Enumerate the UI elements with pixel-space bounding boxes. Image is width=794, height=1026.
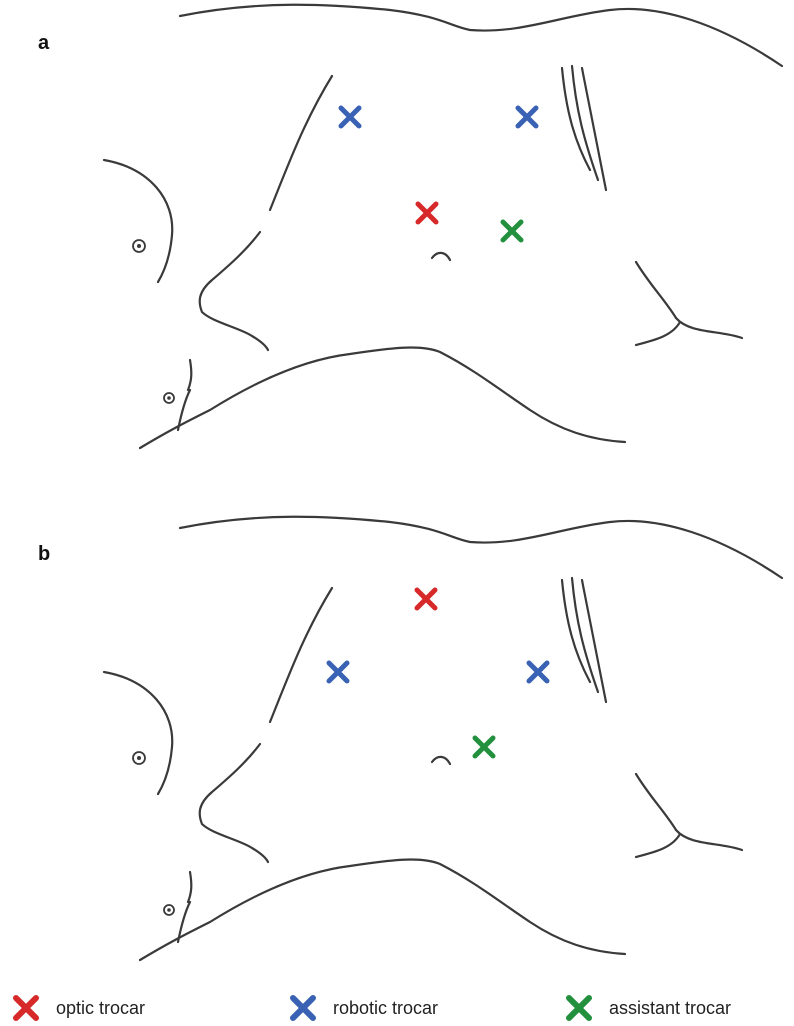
trocar-placement-diagram-b <box>0 512 794 972</box>
legend-item-optic: optic trocar <box>10 990 145 1026</box>
left-flank-contour-lower <box>200 232 268 350</box>
trocar-markers-b <box>329 590 547 756</box>
red-cross-icon <box>417 590 435 608</box>
umbilicus-contour <box>432 253 450 260</box>
trocar-placement-diagram-a <box>0 0 794 460</box>
legend-label-assistant: assistant trocar <box>609 998 731 1019</box>
legend-label-optic: optic trocar <box>56 998 145 1019</box>
patient-outline-a <box>104 5 782 448</box>
hip-contour <box>636 262 742 338</box>
blue-cross-icon <box>287 992 319 1024</box>
upper-body-contour <box>180 517 782 578</box>
panel-a: a <box>0 0 794 460</box>
legend: optic trocar robotic trocar assistant tr… <box>0 990 794 1026</box>
left-flank-contour <box>270 588 332 722</box>
hip-contour-2 <box>636 322 680 345</box>
green-cross-icon <box>563 992 595 1024</box>
blue-cross-icon <box>518 108 536 126</box>
green-cross-icon <box>503 222 521 240</box>
hip-contour-2 <box>636 834 680 857</box>
legend-item-robotic: robotic trocar <box>287 990 438 1026</box>
blue-cross-icon <box>329 663 347 681</box>
patient-outline-b <box>104 517 782 960</box>
head-contour-lower <box>188 360 191 390</box>
legend-label-robotic: robotic trocar <box>333 998 438 1019</box>
left-flank-contour <box>270 76 332 210</box>
legend-item-assistant: assistant trocar <box>563 990 731 1026</box>
head-contour-upper <box>104 160 172 282</box>
left-flank-contour-lower <box>200 744 268 862</box>
upper-body-contour <box>180 5 782 66</box>
head-contour-upper <box>104 672 172 794</box>
umbilicus-contour <box>432 757 450 764</box>
red-cross-icon <box>418 204 436 222</box>
green-cross-icon <box>475 738 493 756</box>
trocar-markers-a <box>341 108 536 240</box>
blue-cross-icon <box>529 663 547 681</box>
panel-b: b <box>0 512 794 972</box>
red-cross-icon <box>10 992 42 1024</box>
arm-contour <box>140 348 625 448</box>
arm-contour <box>140 860 625 960</box>
blue-cross-icon <box>341 108 359 126</box>
head-contour-lower <box>188 872 191 902</box>
hip-contour <box>636 774 742 850</box>
